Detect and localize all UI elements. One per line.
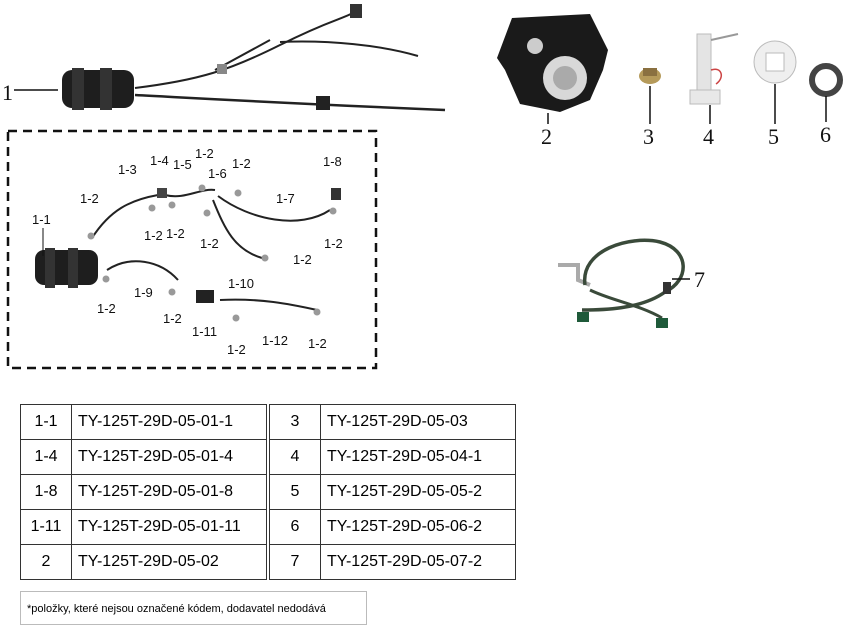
label-1-7: 1-7 (276, 191, 295, 206)
part-4-fuel-pump (689, 33, 739, 105)
part-key: 1-11 (20, 509, 72, 545)
label-1-2-l: 1-2 (308, 336, 327, 351)
label-1-2-f: 1-2 (200, 236, 219, 251)
label-5: 5 (768, 124, 779, 149)
label-1-2-k: 1-2 (227, 342, 246, 357)
part-key: 5 (269, 474, 321, 510)
exploded-canister (35, 248, 98, 288)
part-code: TY-125T-29D-05-01-8 (71, 474, 267, 510)
label-1-11: 1-11 (192, 324, 217, 339)
part-2-fuel-tank (497, 14, 608, 112)
part-key: 1-8 (20, 474, 72, 510)
label-1-6: 1-6 (208, 166, 227, 181)
label-1-2-h: 1-2 (293, 252, 312, 267)
footnote: *položky, které nejsou označené kódem, d… (20, 591, 367, 625)
label-1-2-a: 1-2 (80, 191, 99, 206)
part-key: 1-1 (20, 404, 72, 440)
label-1-1: 1-1 (32, 212, 51, 227)
exploded-hoses (91, 188, 331, 311)
exploded-parts-diagram: 1 1-1 1-2 1-3 1-4 1-5 1-2 1-6 1-2 1-8 1-… (2, 4, 843, 370)
part-code: TY-125T-29D-05-03 (320, 404, 516, 440)
label-2: 2 (541, 124, 552, 149)
hose-clamps (87, 184, 337, 322)
part-code: TY-125T-29D-05-01-4 (71, 439, 267, 475)
label-1-10: 1-10 (228, 276, 254, 291)
label-1-2-c: 1-2 (232, 156, 251, 171)
label-6: 6 (820, 122, 831, 147)
label-1-4: 1-4 (150, 153, 169, 168)
label-1-2-i: 1-2 (97, 301, 116, 316)
part-1-canister-assembly (62, 4, 446, 112)
part-1-8-fitting (331, 188, 341, 200)
part-key: 2 (20, 544, 72, 580)
label-1-2-b: 1-2 (195, 146, 214, 161)
label-1: 1 (2, 80, 13, 105)
part-code: TY-125T-29D-05-01-1 (71, 404, 267, 440)
part-key: 3 (269, 404, 321, 440)
part-code: TY-125T-29D-05-04-1 (320, 439, 516, 475)
label-1-9: 1-9 (134, 285, 153, 300)
part-1-4-connector (157, 188, 167, 198)
label-4: 4 (703, 124, 714, 149)
label-1-2-d: 1-2 (144, 228, 163, 243)
part-code: TY-125T-29D-05-07-2 (320, 544, 516, 580)
label-7: 7 (694, 267, 705, 292)
part-key: 7 (269, 544, 321, 580)
label-1-2-e: 1-2 (166, 226, 185, 241)
part-code: TY-125T-29D-05-01-11 (71, 509, 267, 545)
label-1-12: 1-12 (262, 333, 288, 348)
part-code: TY-125T-29D-05-05-2 (320, 474, 516, 510)
part-key: 4 (269, 439, 321, 475)
label-1-5: 1-5 (173, 157, 192, 172)
label-1-2-j: 1-2 (163, 311, 182, 326)
label-3: 3 (643, 124, 654, 149)
part-key: 6 (269, 509, 321, 545)
label-1-8: 1-8 (323, 154, 342, 169)
part-code: TY-125T-29D-05-02 (71, 544, 267, 580)
part-3-cap (639, 68, 661, 84)
label-1-3: 1-3 (118, 162, 137, 177)
exploded-view-frame (6, 129, 378, 370)
part-code: TY-125T-29D-05-06-2 (320, 509, 516, 545)
part-1-11-valve (196, 290, 214, 303)
part-key: 1-4 (20, 439, 72, 475)
label-1-2-g: 1-2 (324, 236, 343, 251)
part-7-fuel-line (558, 238, 685, 328)
part-6-seal-ring (809, 63, 843, 97)
part-5-gasket-plate (753, 40, 797, 84)
